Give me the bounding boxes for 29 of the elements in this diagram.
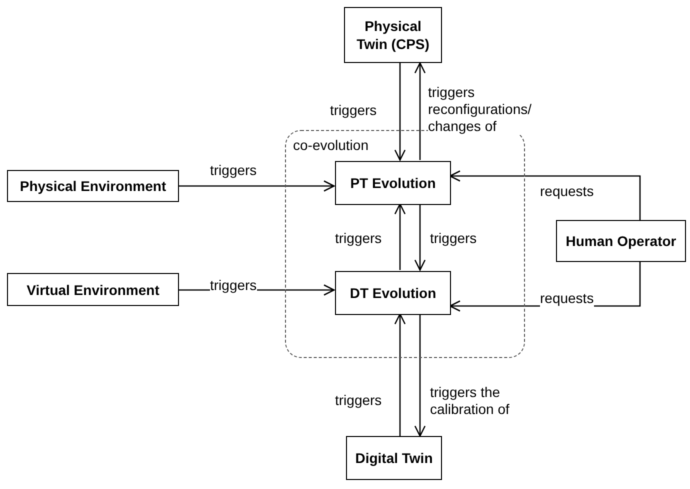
edge-label: triggers [210, 162, 257, 179]
edge-label: triggers [335, 392, 382, 409]
process-box [7, 170, 179, 202]
edge-label: triggers [335, 230, 382, 247]
edge-label: triggers [430, 230, 477, 247]
arrow [179, 180, 335, 192]
group-title: co-evolution [293, 136, 368, 155]
arrow [414, 204, 426, 271]
process-box [335, 271, 451, 315]
arrow [449, 170, 641, 220]
process-box [556, 220, 686, 262]
box-label: Physical Twin (CPS) [356, 17, 430, 53]
process-box [344, 7, 442, 63]
box-label: Digital Twin [355, 449, 433, 467]
box-label: PT Evolution [350, 174, 436, 192]
arrow [414, 314, 426, 437]
arrow [394, 63, 406, 161]
arrow [414, 62, 426, 160]
box-label: Virtual Environment [26, 280, 160, 298]
box-label: Physical Environment [20, 177, 166, 195]
box-label: DT Evolution [350, 284, 436, 302]
edge-label: triggers [330, 102, 377, 119]
box-label: Human Operator [566, 232, 676, 250]
process-box [346, 436, 442, 480]
edge-label: triggers [210, 277, 257, 294]
process-box [335, 161, 451, 205]
arrow [394, 203, 406, 270]
process-box [7, 273, 179, 306]
arrow [394, 313, 406, 436]
